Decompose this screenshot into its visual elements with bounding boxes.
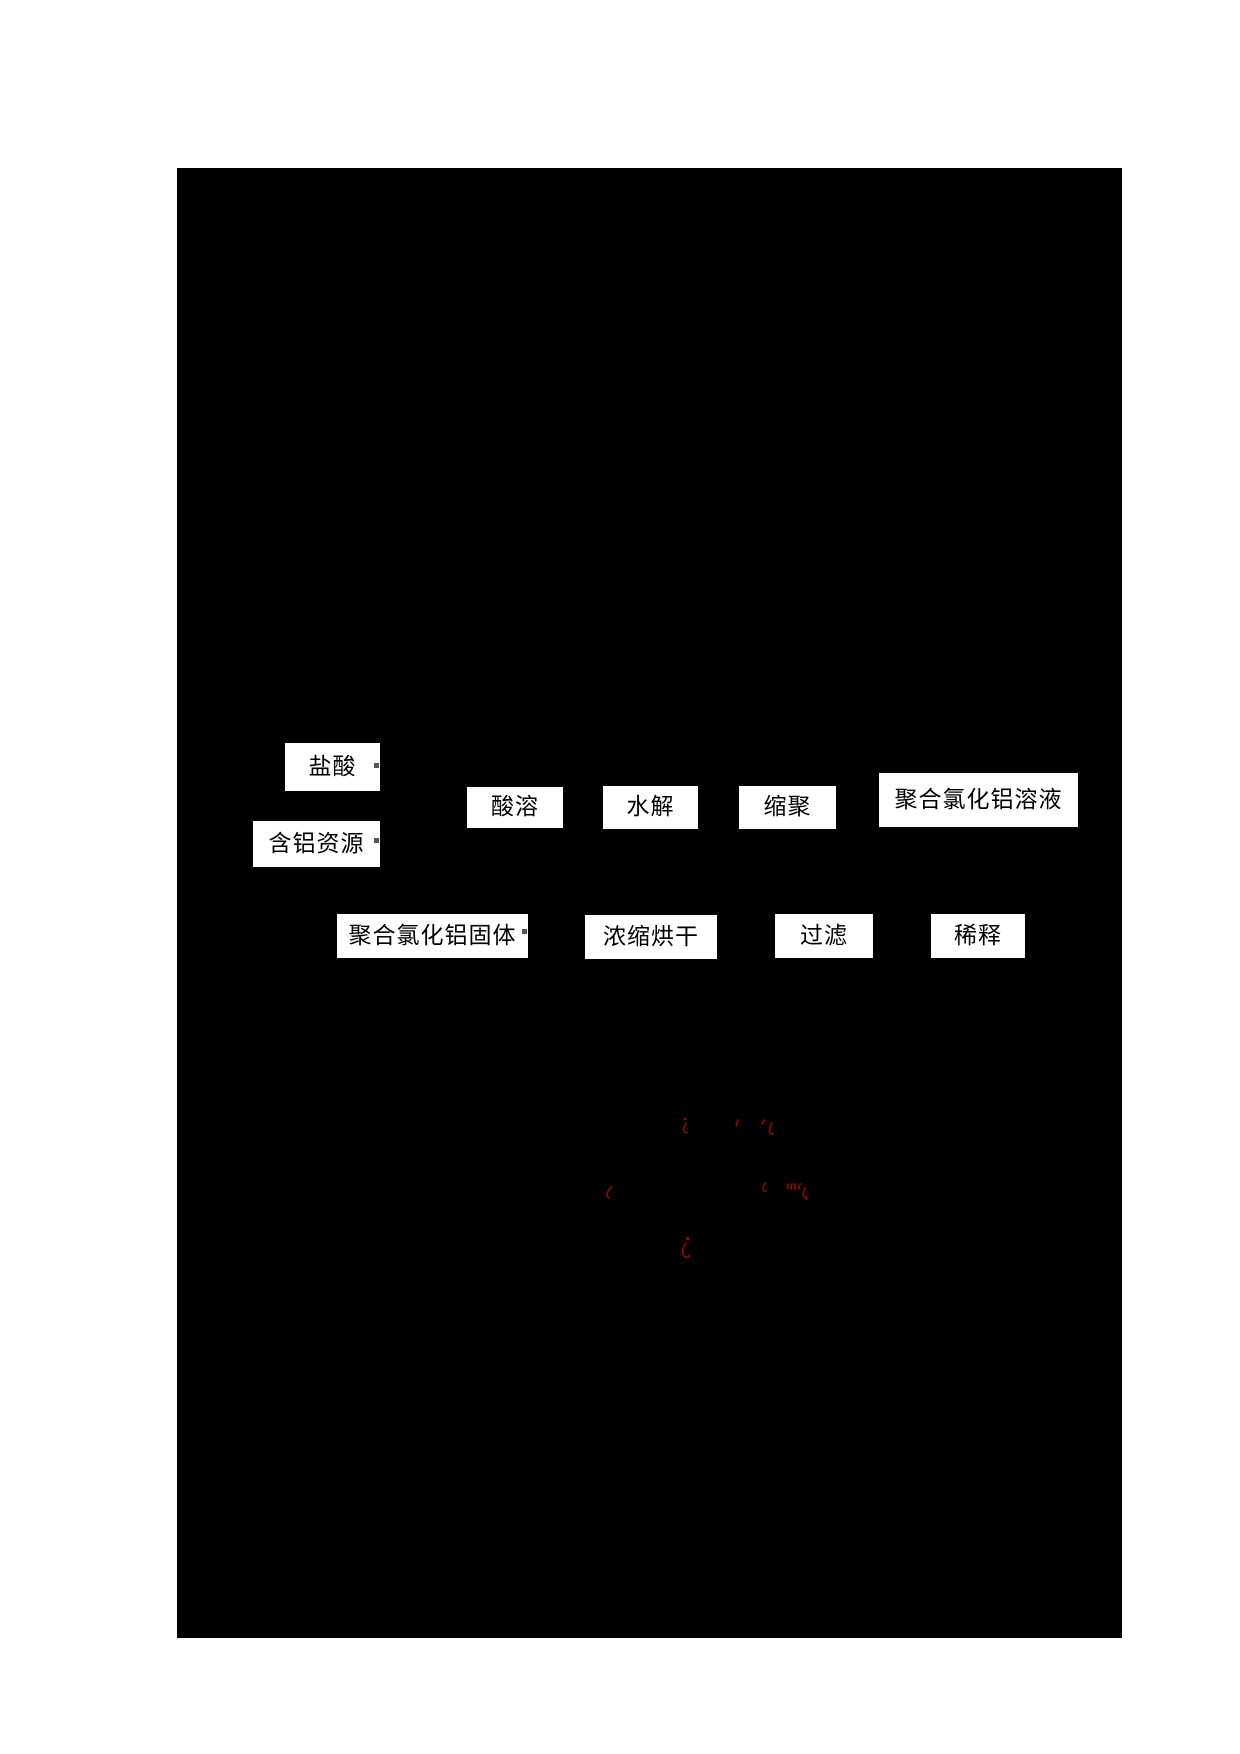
flow-box-label: 盐酸 bbox=[308, 753, 357, 780]
red-fragment-icon bbox=[798, 1183, 802, 1190]
red-fragment-icon bbox=[761, 1119, 766, 1125]
arrowhead-remnant bbox=[374, 838, 379, 843]
flowchart-black-background: 盐酸 含铝资源 酸溶 水解 缩聚 聚合氯化铝溶液 聚合氯化铝固体 浓缩烘干 过滤… bbox=[177, 168, 1122, 1638]
flow-box-label: 过滤 bbox=[800, 922, 848, 949]
flow-box-pac-solution: 聚合氯化铝溶液 bbox=[879, 773, 1078, 827]
flow-box-label: 酸溶 bbox=[491, 794, 539, 820]
flow-box-dilution: 稀释 bbox=[931, 914, 1025, 958]
flow-box-label: 水解 bbox=[626, 794, 675, 820]
red-fragment-icon bbox=[606, 1186, 613, 1199]
flow-box-concentrate-dry: 浓缩烘干 bbox=[585, 915, 717, 959]
red-fragment-icon bbox=[768, 1122, 774, 1135]
flow-box-aluminum-resource: 含铝资源 bbox=[253, 821, 380, 867]
flow-box-label: 聚合氯化铝固体 bbox=[348, 922, 517, 949]
flow-box-hydrolysis: 水解 bbox=[603, 786, 698, 829]
flow-box-label: 稀释 bbox=[954, 922, 1002, 949]
red-fragment-icon bbox=[762, 1182, 767, 1192]
flow-box-acid-dissolution: 酸溶 bbox=[467, 787, 563, 828]
flow-box-filtration: 过滤 bbox=[775, 914, 873, 958]
red-fragment-icon bbox=[735, 1119, 740, 1127]
red-fragment-icon bbox=[681, 1236, 691, 1259]
red-fragment-icon bbox=[786, 1183, 797, 1190]
flow-box-label: 浓缩烘干 bbox=[603, 923, 699, 950]
flow-box-label: 含铝资源 bbox=[268, 830, 365, 857]
red-fragment-icon bbox=[802, 1187, 808, 1201]
flow-box-hydrochloric-acid: 盐酸 bbox=[285, 743, 380, 791]
flow-box-polycondensation: 缩聚 bbox=[739, 786, 836, 829]
flow-box-label: 聚合氯化铝溶液 bbox=[894, 786, 1063, 813]
flow-box-label: 缩聚 bbox=[763, 794, 812, 820]
arrowhead-remnant bbox=[374, 763, 379, 768]
arrowhead-remnant bbox=[522, 929, 527, 934]
flow-box-pac-solid: 聚合氯化铝固体 bbox=[337, 914, 528, 958]
red-fragment-icon bbox=[682, 1117, 689, 1134]
